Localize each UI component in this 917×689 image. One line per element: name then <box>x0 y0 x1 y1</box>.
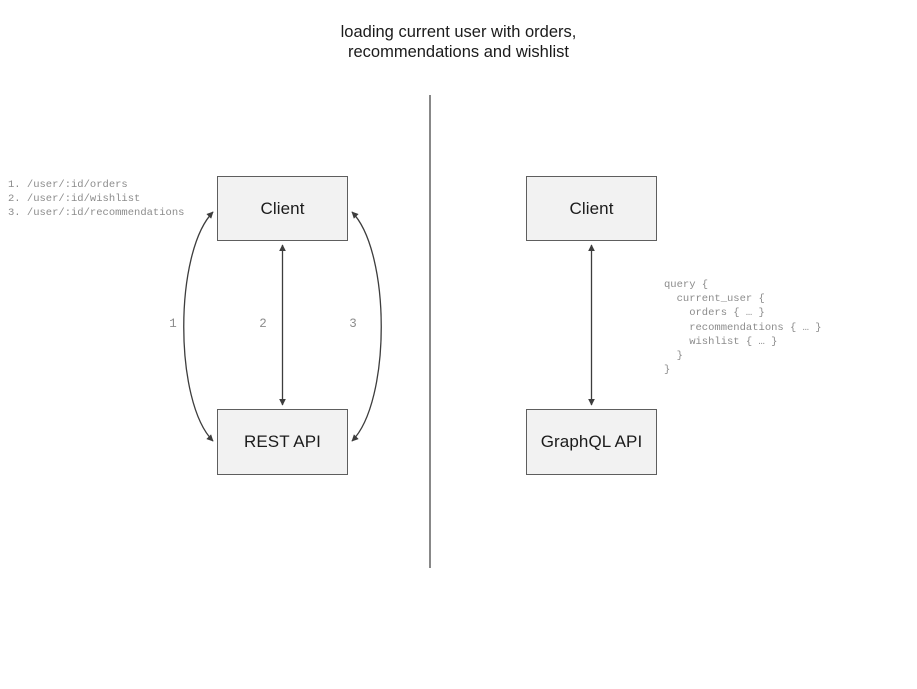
edge-label-1: 1 <box>169 317 177 331</box>
node-rest-client[interactable]: Client <box>217 176 348 241</box>
node-graphql-client[interactable]: Client <box>526 176 657 241</box>
node-graphql-api[interactable]: GraphQL API <box>526 409 657 475</box>
rest-endpoint-list: 1. /user/:id/orders 2. /user/:id/wishlis… <box>8 179 185 220</box>
edge-label-2: 2 <box>259 317 267 331</box>
rest-edge-1 <box>183 211 214 442</box>
edge-label-3: 3 <box>349 317 357 331</box>
page-title: loading current user with orders, recomm… <box>340 23 577 61</box>
graphql-query-snippet: query { current_user { orders { … } reco… <box>664 279 822 377</box>
node-rest-api[interactable]: REST API <box>217 409 348 475</box>
